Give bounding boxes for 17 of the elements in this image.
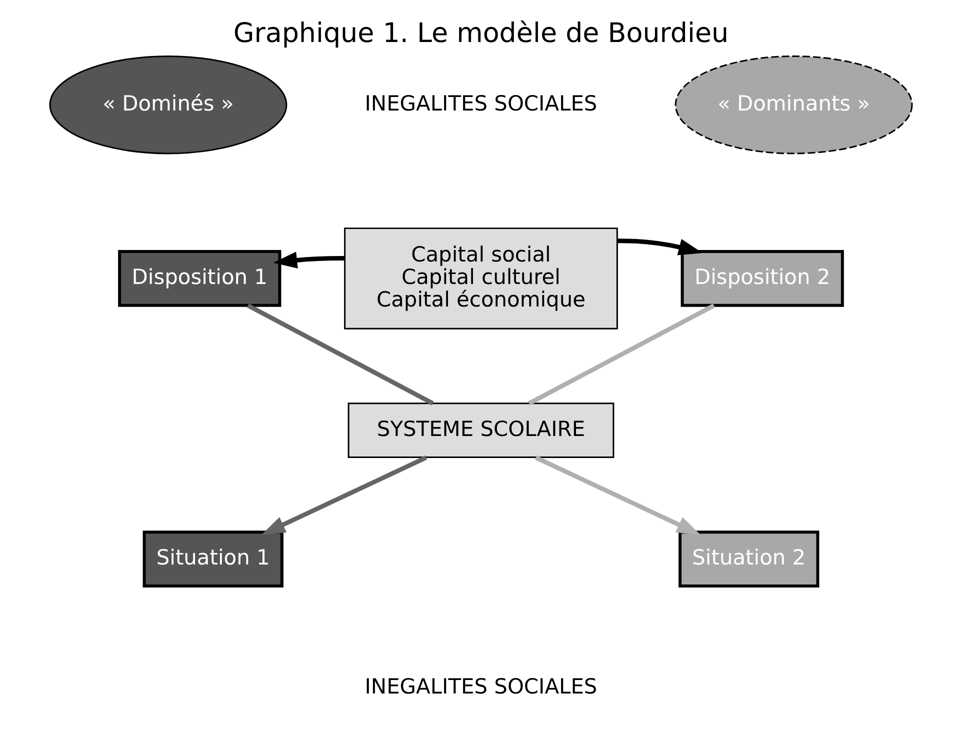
label: INEGALITES SOCIALES <box>364 674 597 698</box>
node-box: Situation 2 <box>678 530 819 588</box>
arrow <box>534 456 700 535</box>
node-ellipse: « Dominés » <box>48 55 287 154</box>
arrow <box>616 238 702 256</box>
node-box: Disposition 2 <box>680 250 844 307</box>
node-box: Disposition 1 <box>118 250 281 307</box>
node-ellipse: « Dominants » <box>674 55 912 154</box>
node-box: Situation 1 <box>142 530 283 588</box>
arrow <box>260 456 427 535</box>
arrow <box>272 252 344 268</box>
node-box: Capital social Capital culturel Capital économique <box>344 228 618 330</box>
label: INEGALITES SOCIALES <box>364 91 597 116</box>
node-box: SYSTEME SCOLAIRE <box>347 402 614 458</box>
diagram-title: Graphique 1. Le modèle de Bourdieu <box>232 18 728 49</box>
connector <box>528 304 715 406</box>
connector <box>246 304 434 406</box>
